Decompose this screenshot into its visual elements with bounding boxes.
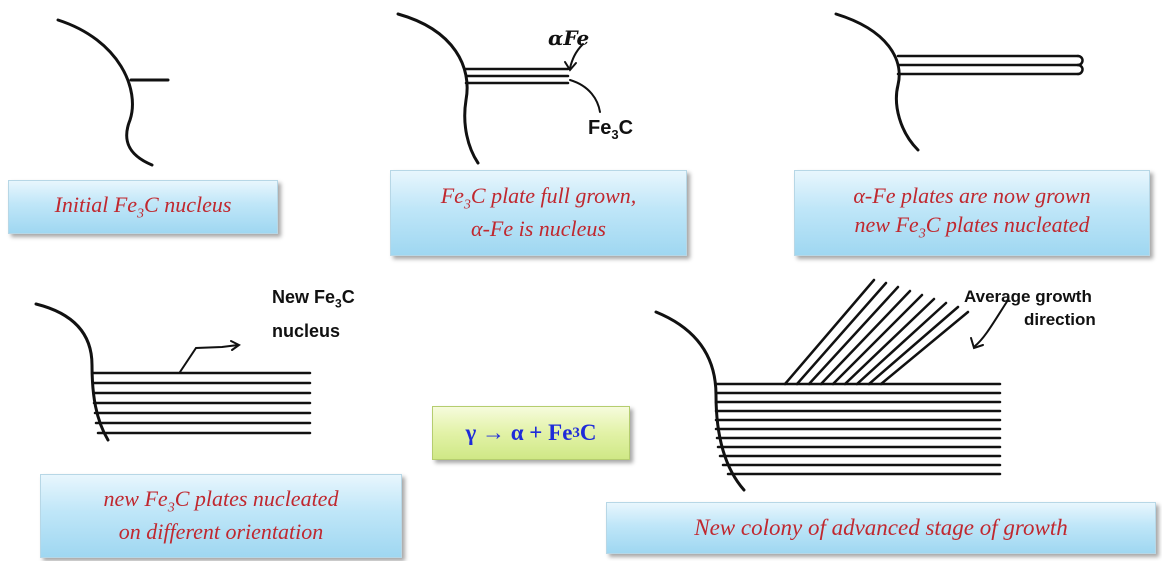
equation-sub: 3 bbox=[572, 424, 580, 441]
new-fe3c-arrowhead bbox=[230, 340, 241, 351]
new-fe3c-nucleus-label: New Fe3C bbox=[272, 288, 355, 310]
caption-4-line2: on different orientation bbox=[118, 518, 324, 544]
plates-panel-4 bbox=[91, 371, 312, 435]
equation-rhs: C bbox=[579, 420, 597, 445]
horizontal-plates-panel-5 bbox=[714, 382, 1002, 476]
caption-4-suffix: C plates nucleated bbox=[174, 486, 339, 512]
caption-1-prefix: Initial Fe bbox=[54, 191, 138, 217]
caption-2-suffix: C plate full grown, bbox=[470, 183, 637, 209]
new-fe3c-nucleus-label-line2: nucleus bbox=[272, 321, 341, 341]
caption-2-line2: α-Fe is nucleus bbox=[471, 215, 606, 241]
new-fe3c-prefix: New Fe bbox=[272, 287, 336, 307]
inclined-plates-panel-5 bbox=[783, 278, 970, 386]
fe3c-label: Fe3C bbox=[588, 118, 633, 141]
caption-3-line1: α-Fe plates are now grown bbox=[853, 183, 1091, 209]
fe3c-plate-panel-2 bbox=[464, 67, 570, 85]
growth-direction-pointer bbox=[974, 299, 1009, 347]
grain-boundary-1 bbox=[56, 18, 154, 167]
caption-2-sub: 3 bbox=[463, 197, 471, 213]
equation-lhs: γ → α + Fe bbox=[465, 420, 573, 445]
caption-new-colony: New colony of advanced stage of growth bbox=[606, 502, 1156, 554]
fe3c-pointer bbox=[569, 79, 601, 113]
caption-4-line1: new Fe3C plates nucleated bbox=[41, 485, 401, 518]
grain-boundary-4 bbox=[34, 302, 110, 442]
caption-3-suffix: C plates nucleated bbox=[925, 212, 1090, 237]
caption-3-prefix: new Fe bbox=[854, 212, 919, 237]
fe3c-label-suffix: C bbox=[618, 117, 634, 139]
plates-panel-3 bbox=[896, 54, 1084, 76]
grain-boundary-2 bbox=[396, 12, 480, 165]
caption-3-line2: new Fe3C plates nucleated bbox=[795, 211, 1149, 244]
caption-different-orientation: new Fe3C plates nucleated on different o… bbox=[40, 474, 402, 558]
average-growth-label: Average growth bbox=[964, 287, 1092, 306]
caption-2-line1: Fe3C plate full grown, bbox=[391, 182, 686, 215]
fe3c-label-prefix: Fe bbox=[588, 117, 612, 139]
caption-4-sub: 3 bbox=[167, 500, 175, 516]
alpha-fe-label: αFe bbox=[548, 28, 589, 49]
alpha-fe-label-text: αFe bbox=[548, 26, 590, 50]
alpha-fe-pointer bbox=[569, 43, 584, 69]
caption-alpha-fe-grown: α-Fe plates are now grown new Fe3C plate… bbox=[794, 170, 1150, 256]
caption-initial-nucleus-text: Initial Fe3C nucleus bbox=[9, 191, 277, 224]
caption-3-sub: 3 bbox=[918, 226, 926, 242]
caption-2-prefix: Fe bbox=[440, 183, 464, 209]
new-fe3c-sub: 3 bbox=[335, 296, 342, 311]
new-fe3c-suffix: C bbox=[341, 287, 355, 307]
fe3c-label-sub: 3 bbox=[611, 127, 619, 142]
caption-fe3c-full-grown: Fe3C plate full grown, α-Fe is nucleus bbox=[390, 170, 687, 256]
caption-1-sub: 3 bbox=[137, 206, 145, 222]
growth-direction-arrowhead bbox=[970, 337, 984, 350]
caption-1-suffix: C nucleus bbox=[144, 191, 232, 217]
average-growth-label-line2: direction bbox=[1024, 310, 1096, 329]
grain-boundary-3 bbox=[834, 12, 920, 152]
new-fe3c-pointer bbox=[179, 344, 239, 373]
caption-initial-nucleus: Initial Fe3C nucleus bbox=[8, 180, 278, 234]
caption-4-prefix: new Fe bbox=[103, 486, 168, 512]
caption-5-text: New colony of advanced stage of growth bbox=[694, 515, 1068, 541]
alpha-fe-arrowhead bbox=[564, 61, 577, 72]
